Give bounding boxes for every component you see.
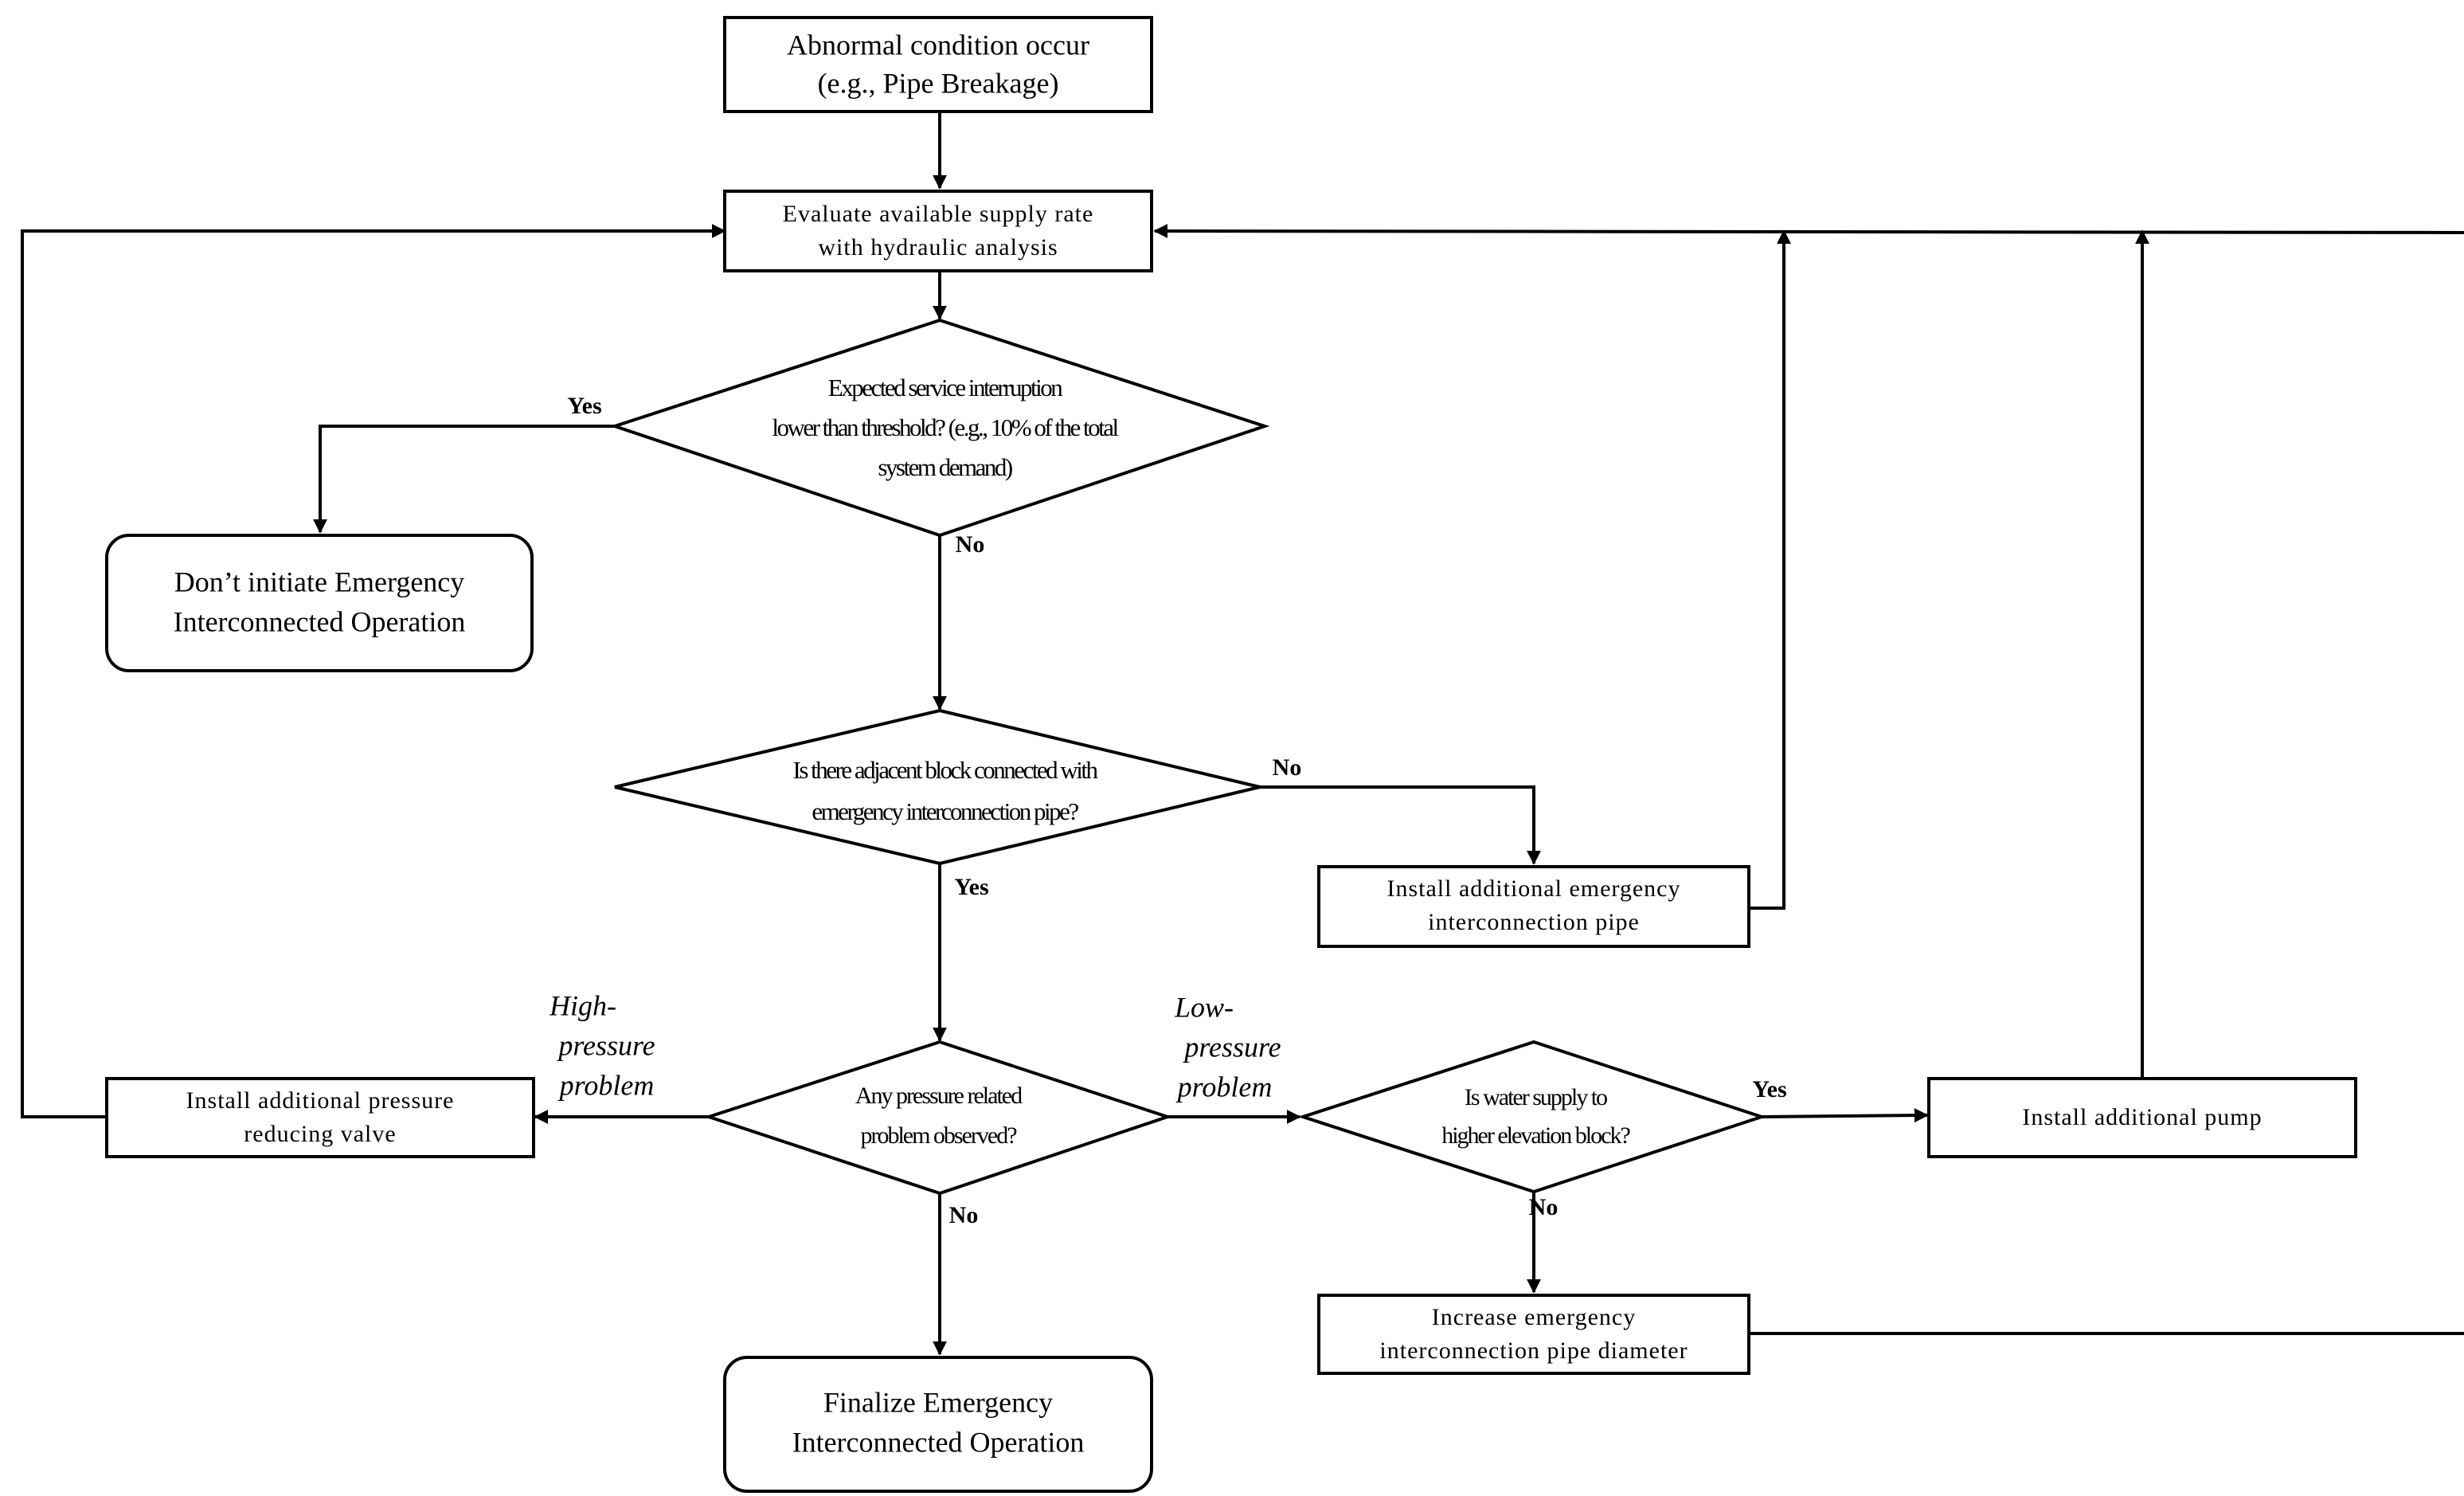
- node-install-prv: Install additional pressure reducing val…: [105, 1077, 535, 1158]
- install-pipe-line-2: interconnection pipe: [1428, 909, 1640, 935]
- node-adjacent-decision: Is there adjacent block connected with e…: [614, 708, 1261, 866]
- adjacent-line-1: Is there adjacent block connected with: [793, 756, 1099, 784]
- label-low-pressure-3: problem: [1175, 1071, 1273, 1102]
- node-install-pipe: Install additional emergency interconnec…: [1317, 865, 1750, 948]
- threshold-line-3: system demand): [878, 453, 1011, 481]
- edge-elevation-yes: [1761, 1108, 1929, 1123]
- dont-initiate-line-2: Interconnected Operation: [174, 605, 466, 637]
- label-high-pressure-2: pressure: [556, 1029, 655, 1061]
- label-high-pressure-3: problem: [557, 1069, 655, 1101]
- install-pump-line-1: Install additional pump: [2022, 1104, 2262, 1130]
- label-elevation-no: No: [1529, 1194, 1559, 1220]
- connectors: [21, 112, 2464, 1356]
- node-pressure-decision: Any pressure related problem observed?: [703, 1040, 1173, 1196]
- node-elevation-decision: Is water supply to higher elevation bloc…: [1297, 1040, 1767, 1194]
- node-threshold-decision: Expected service interruption lower than…: [609, 318, 1270, 538]
- elevation-line-2: higher elevation block?: [1441, 1122, 1630, 1149]
- edge-increase-diameter-loop: [1749, 1332, 2464, 1335]
- evaluate-line-1: Evaluate available supply rate: [783, 201, 1094, 227]
- install-prv-line-1: Install additional pressure: [186, 1087, 455, 1114]
- install-pipe-line-1: Install additional emergency: [1386, 875, 1680, 902]
- abnormal-line-1: Abnormal condition occur: [787, 29, 1089, 61]
- label-adjacent-no: No: [1273, 754, 1302, 781]
- label-adjacent-yes: Yes: [954, 874, 988, 900]
- increase-diameter-line-1: Increase emergency: [1432, 1304, 1636, 1330]
- pressure-line-1: Any pressure related: [855, 1083, 1023, 1109]
- adjacent-line-2: emergency interconnection pipe?: [812, 797, 1078, 825]
- threshold-line-1: Expected service interruption: [828, 374, 1063, 401]
- edge-labels: Yes No No Yes High- pressure problem Low…: [549, 393, 1787, 1228]
- label-elevation-yes: Yes: [1752, 1076, 1786, 1102]
- edge-install-pipe-loop: [1749, 229, 1791, 910]
- label-high-pressure-1: High-: [549, 989, 616, 1021]
- label-threshold-yes: Yes: [567, 393, 601, 419]
- threshold-line-2: lower than threshold? (e.g., 10% of the …: [772, 413, 1118, 441]
- edge-install-prv-loop: [21, 224, 726, 1118]
- abnormal-line-2: (e.g., Pipe Breakage): [818, 67, 1059, 99]
- finalize-line-1: Finalize Emergency: [823, 1386, 1053, 1418]
- node-evaluate-supply: Evaluate available supply rate with hydr…: [723, 190, 1153, 272]
- node-increase-diameter: Increase emergency interconnection pipe …: [1317, 1294, 1750, 1375]
- pressure-line-2: problem observed?: [860, 1122, 1017, 1149]
- label-pressure-no: No: [949, 1202, 979, 1228]
- node-dont-initiate: Don’t initiate Emergency Interconnected …: [105, 534, 534, 672]
- label-low-pressure-1: Low-: [1174, 991, 1234, 1023]
- increase-diameter-line-2: interconnection pipe diameter: [1379, 1337, 1688, 1364]
- elevation-line-1: Is water supply to: [1465, 1084, 1607, 1110]
- edge-return-to-evaluate: [1153, 224, 2464, 239]
- dont-initiate-line-1: Don’t initiate Emergency: [174, 566, 465, 597]
- edge-threshold-yes: [313, 425, 615, 534]
- node-abnormal-condition: Abnormal condition occur (e.g., Pipe Bre…: [723, 16, 1153, 113]
- node-install-pump: Install additional pump: [1927, 1077, 2357, 1158]
- node-finalize: Finalize Emergency Interconnected Operat…: [723, 1356, 1153, 1493]
- edge-adjacent-no: [1260, 785, 1541, 865]
- label-threshold-no: No: [956, 531, 985, 558]
- evaluate-line-2: with hydraulic analysis: [818, 234, 1058, 260]
- label-low-pressure-2: pressure: [1182, 1031, 1281, 1063]
- install-prv-line-2: reducing valve: [244, 1121, 396, 1147]
- finalize-line-2: Interconnected Operation: [792, 1426, 1085, 1458]
